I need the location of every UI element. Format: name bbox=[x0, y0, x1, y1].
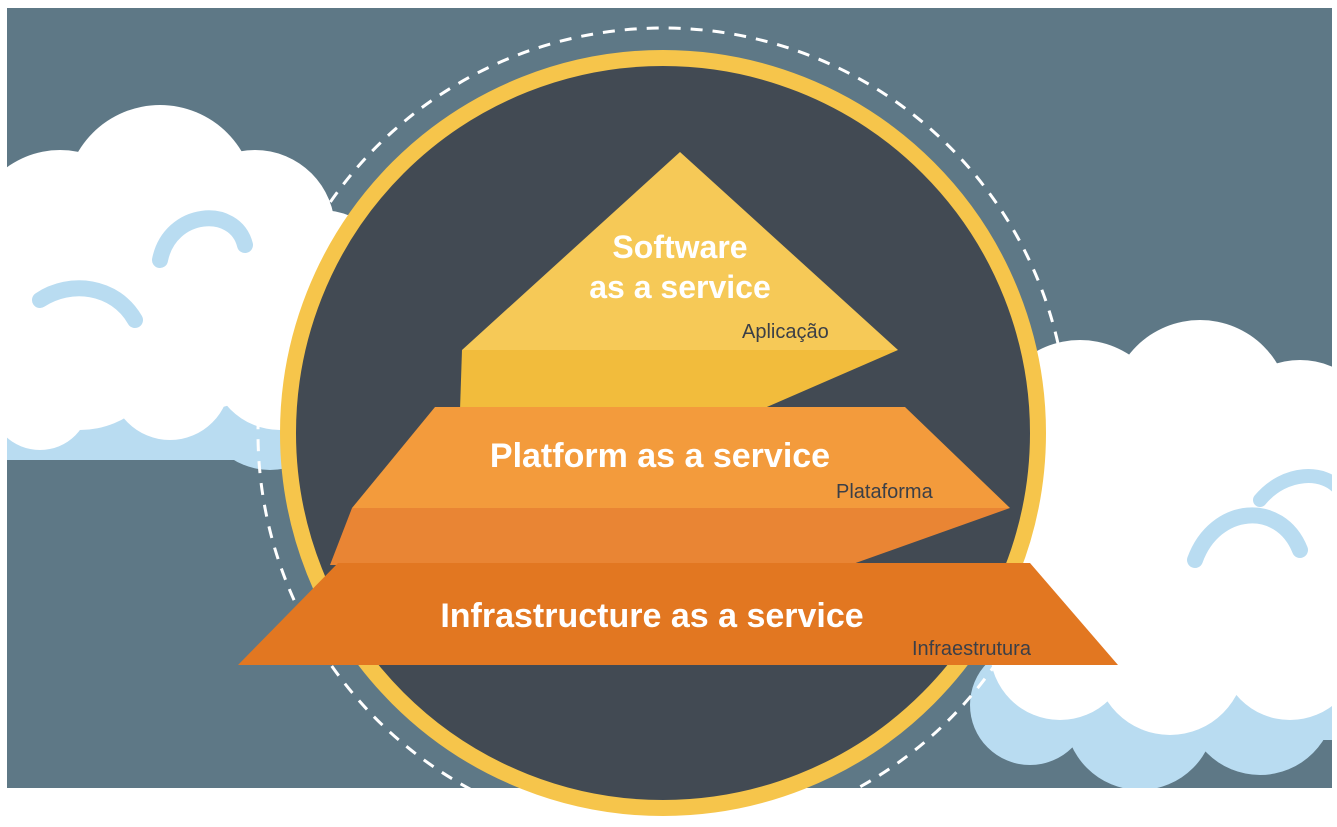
saas-paas-connector bbox=[460, 350, 898, 410]
saas-subtitle: Aplicação bbox=[742, 321, 829, 343]
paas-subtitle: Plataforma bbox=[836, 481, 934, 503]
dashed-orbit bbox=[256, 26, 1070, 788]
iaas-subtitle: Infraestrutura bbox=[912, 638, 1032, 660]
paas-layer bbox=[352, 407, 1010, 508]
iaas-title: Infrastructure as a service bbox=[440, 597, 863, 635]
saas-layer bbox=[462, 152, 898, 350]
saas-title-line1: Software bbox=[612, 229, 747, 265]
paas-iaas-connector bbox=[330, 508, 1010, 565]
saas-title-line2: as a service bbox=[589, 269, 771, 305]
right-cloud bbox=[950, 320, 1332, 788]
paas-title: Platform as a service bbox=[490, 437, 830, 475]
iaas-layer bbox=[238, 563, 1118, 665]
